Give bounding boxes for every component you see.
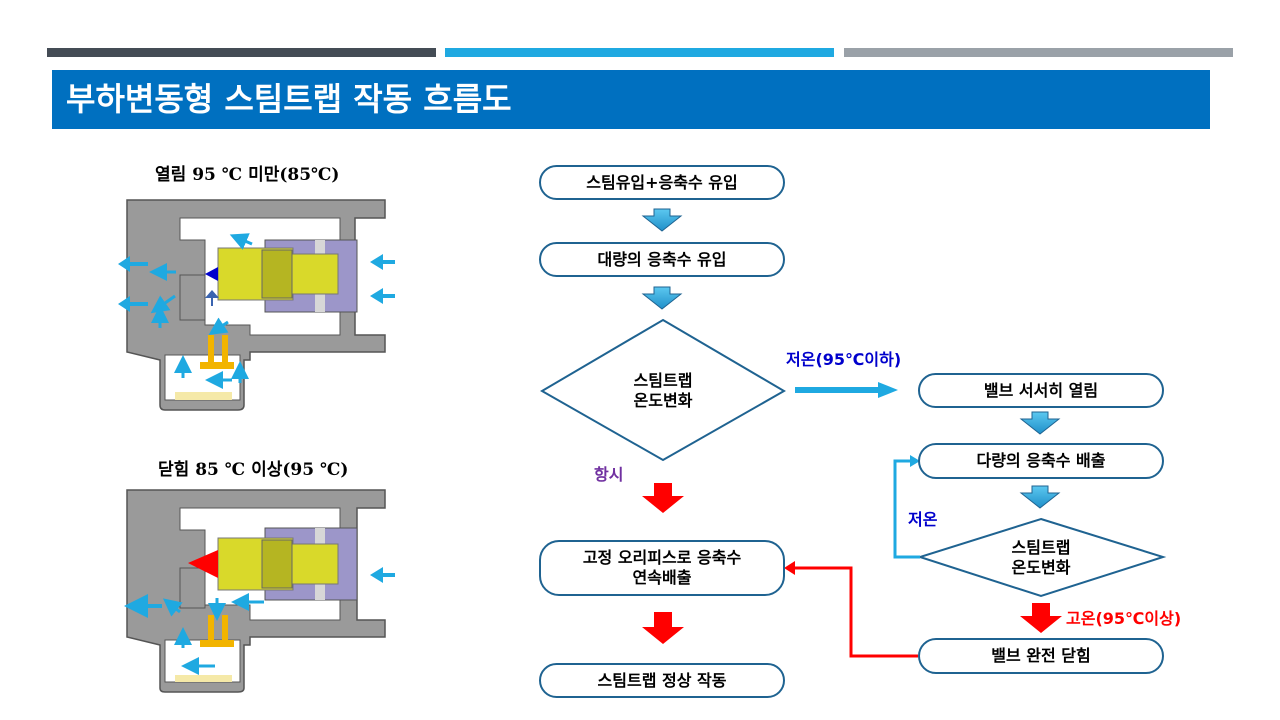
decision-label-1: 스팀트랩 온도변화 [633, 371, 693, 410]
arrow-down-2 [641, 286, 683, 310]
node-bulk-condensate-inflow: 대량의 응축수 유입 [539, 242, 785, 277]
open-caption: 열림 95 ℃ 미만(85℃) [155, 165, 340, 185]
closed-caption: 닫힘 85 ℃ 이상(95 ℃) [158, 460, 349, 480]
header-bar-blue [445, 48, 834, 57]
node-large-discharge: 다량의 응축수 배출 [918, 443, 1164, 479]
decision-diamond-2 [916, 517, 1167, 598]
arrow-down-1 [641, 208, 683, 232]
header-bar-dark [47, 48, 436, 57]
node-valve-fully-closed: 밸브 완전 닫힘 [918, 638, 1164, 674]
node-steam-inflow: 스팀유입+응축수 유입 [539, 165, 785, 200]
cold-loop-arrow [893, 459, 920, 559]
label-cold: 저온 [908, 510, 938, 529]
page-title: 부하변동형 스팀트랩 작동 흐름도 [52, 70, 1210, 129]
arrow-down-3 [1019, 411, 1061, 435]
header-bar-gray [844, 48, 1233, 57]
node-normal-operation: 스팀트랩 정상 작동 [539, 663, 785, 698]
label-low-temp: 저온(95℃이하) [786, 350, 902, 369]
red-arrow-down-2 [642, 612, 684, 644]
arrow-down-4 [1019, 485, 1061, 509]
decision-label-2: 스팀트랩 온도변화 [1011, 538, 1071, 577]
label-high-temp: 고온(95℃이상) [1066, 609, 1182, 628]
red-arrow-down-3 [1020, 603, 1062, 633]
decision-diamond-1 [540, 318, 786, 462]
red-return-arrow [792, 566, 918, 658]
red-arrow-down-1 [642, 483, 684, 513]
node-valve-slowly-open: 밸브 서서히 열림 [918, 373, 1164, 408]
node-fixed-orifice: 고정 오리피스로 응축수 연속배출 [539, 540, 785, 596]
label-always: 항시 [594, 465, 624, 484]
